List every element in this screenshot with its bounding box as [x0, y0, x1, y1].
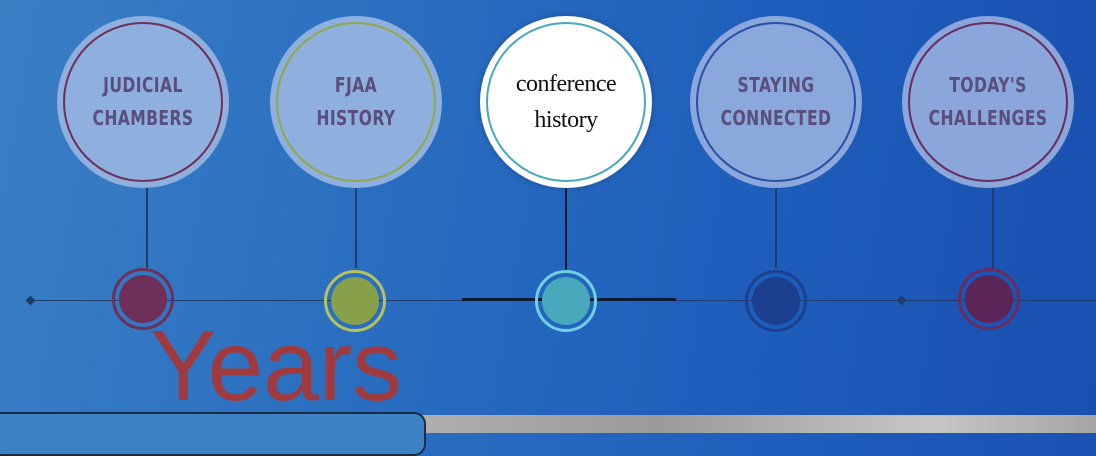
timeline-diamond-left: [25, 295, 36, 306]
timeline-node-conference-history[interactable]: [535, 270, 597, 332]
nav-label-line1: conference: [515, 71, 617, 97]
timeline-diamond-right: [896, 295, 907, 306]
nav-bubble-todays-challenges[interactable]: TODAY'S CHALLENGES: [902, 16, 1074, 188]
timeline-node-todays-challenges[interactable]: [958, 268, 1020, 330]
timeline-stem: [992, 188, 994, 268]
nav-bubble-staying-connected[interactable]: STAYING CONNECTED: [690, 16, 862, 188]
timeline-stem-active: [565, 188, 567, 270]
nav-label-line2: HISTORY: [316, 106, 396, 130]
nav-bubble-conference-history[interactable]: conference history: [480, 16, 652, 188]
years-text: Years: [150, 310, 403, 422]
timeline-node-judicial-chambers[interactable]: [112, 268, 174, 330]
nav-bubble-judicial-chambers[interactable]: JUDICIAL CHAMBERS: [57, 16, 229, 188]
nav-bubble-fjaa-history[interactable]: FJAA HISTORY: [270, 16, 442, 188]
nav-label-line1: STAYING: [737, 73, 815, 97]
nav-label-line1: TODAY'S: [949, 73, 1027, 97]
nav-label-line1: FJAA: [334, 73, 378, 97]
nav-label-line2: history: [534, 107, 598, 133]
timeline-stem: [146, 188, 148, 268]
nav-label-line1: JUDICIAL: [103, 73, 183, 97]
nav-label-line2: CHAMBERS: [92, 106, 194, 130]
timeline-node-staying-connected[interactable]: [745, 270, 807, 332]
timeline-node-fjaa-history[interactable]: [324, 270, 386, 332]
timeline-stem: [775, 188, 777, 268]
nav-label-line2: CONNECTED: [720, 106, 832, 130]
timeline-stem: [355, 188, 357, 268]
nav-label-line2: CHALLENGES: [928, 106, 1048, 130]
